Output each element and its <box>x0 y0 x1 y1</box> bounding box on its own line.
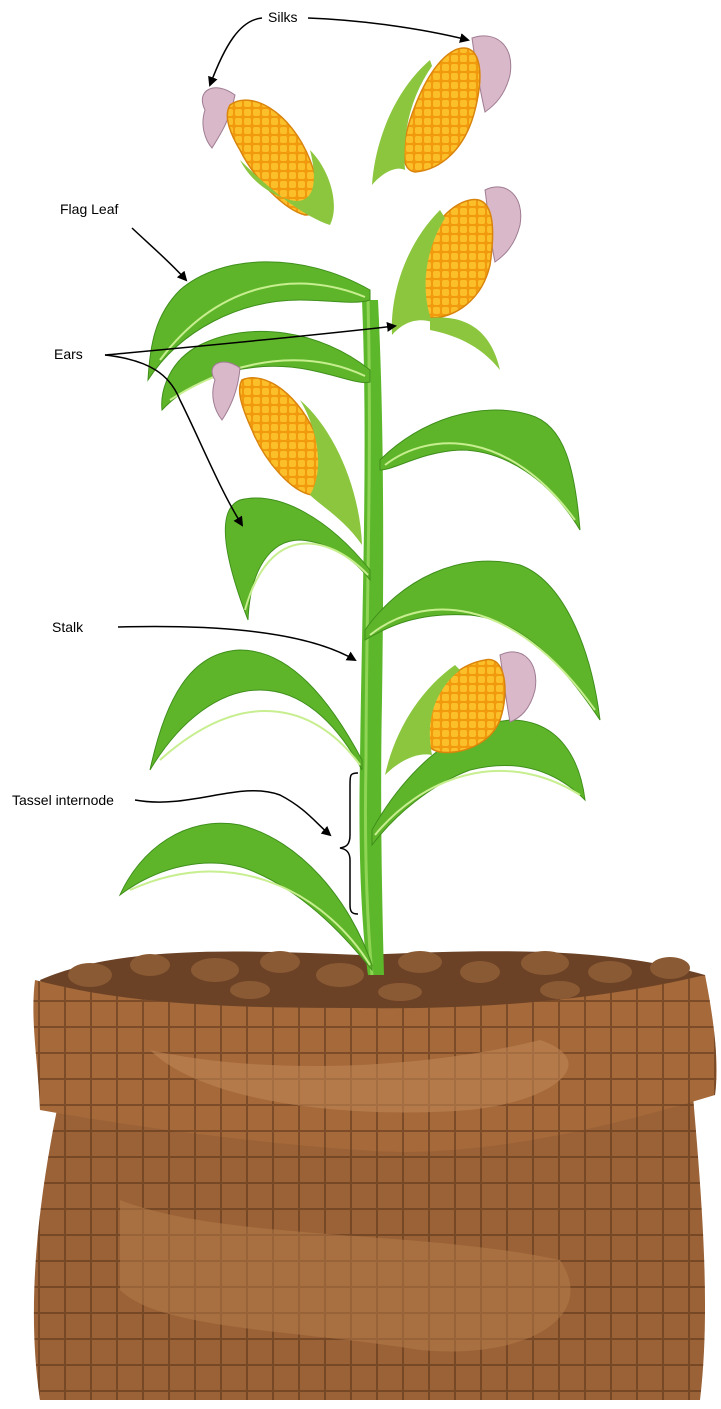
stalk <box>359 300 384 975</box>
burlap-sack <box>33 951 716 1400</box>
label-stalk: Stalk <box>52 620 83 634</box>
ear-top-right <box>372 36 511 185</box>
ear-middle-right <box>392 187 521 370</box>
label-silks: Silks <box>268 10 298 24</box>
label-tassel-internode: Tassel internode <box>12 793 114 807</box>
silks-arrow-right <box>308 18 468 40</box>
label-ears: Ears <box>54 347 83 361</box>
leaves <box>120 262 600 970</box>
ear-top-left <box>202 88 334 225</box>
flag-leaf-arrow <box>132 228 186 280</box>
silks-arrow-left <box>210 18 262 85</box>
tassel-internode-bracket <box>340 773 358 914</box>
label-flag-leaf: Flag Leaf <box>60 202 118 216</box>
